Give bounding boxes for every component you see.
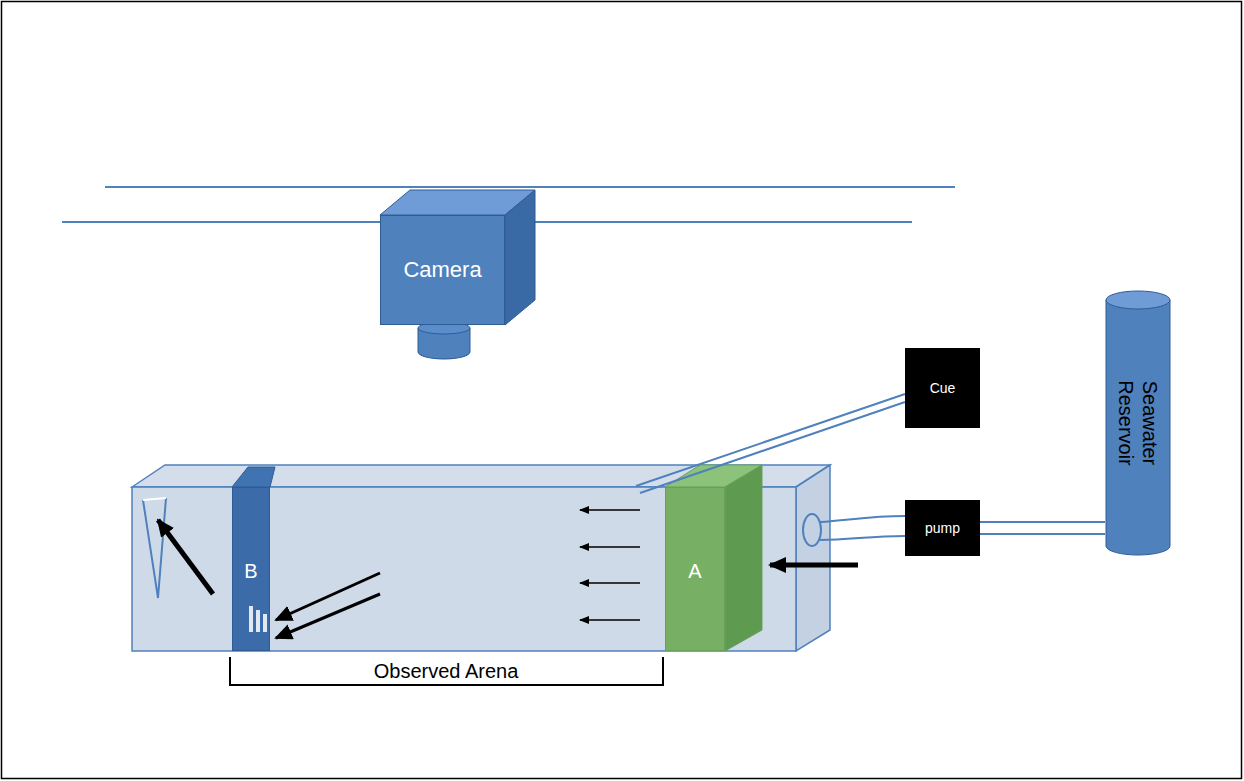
arena-label: Observed Arena: [370, 660, 523, 683]
cylinder-outline: [1105, 290, 1171, 556]
drain-arrow: [276, 573, 380, 620]
cue-box: Cue: [905, 348, 980, 428]
node-label: Cue: [930, 380, 956, 396]
outlet-rim: [143, 498, 166, 500]
drain-arrow: [276, 594, 380, 638]
flow-arrow: [580, 509, 640, 511]
panel-b: B: [232, 487, 270, 651]
camera-box: Camera: [380, 215, 505, 325]
node-label: A: [688, 560, 701, 583]
arena-bracket: [230, 657, 663, 685]
outlet-pipe: [143, 498, 166, 598]
tube-connector: [980, 522, 1105, 534]
inlet: [803, 514, 821, 546]
tank-end: [796, 465, 830, 651]
flow-arrow: [580, 582, 640, 584]
reservoir-cylinder: Seawater Reservoir: [1105, 290, 1171, 556]
reservoir-label: Seawater Reservoir: [1114, 368, 1162, 478]
node-label: pump: [925, 520, 960, 536]
cue-tube: [640, 402, 905, 493]
panel-a-side: [725, 465, 762, 651]
pump-box: pump: [905, 500, 980, 556]
node-label: B: [244, 560, 257, 583]
rail: [105, 186, 955, 188]
outflow-arrow: [158, 520, 213, 594]
inflow-arrow: [770, 563, 858, 568]
tank-front: [132, 487, 796, 651]
tube: [820, 516, 905, 522]
panel-b-top: [232, 467, 275, 487]
camera-side: [505, 190, 535, 325]
tank-top: [132, 465, 830, 487]
cue-tube: [636, 394, 905, 486]
node-label: Camera: [403, 257, 481, 283]
flow-arrow: [580, 619, 640, 621]
flow-arrow: [580, 546, 640, 548]
tube: [820, 536, 905, 540]
panel-a: A: [665, 487, 725, 651]
